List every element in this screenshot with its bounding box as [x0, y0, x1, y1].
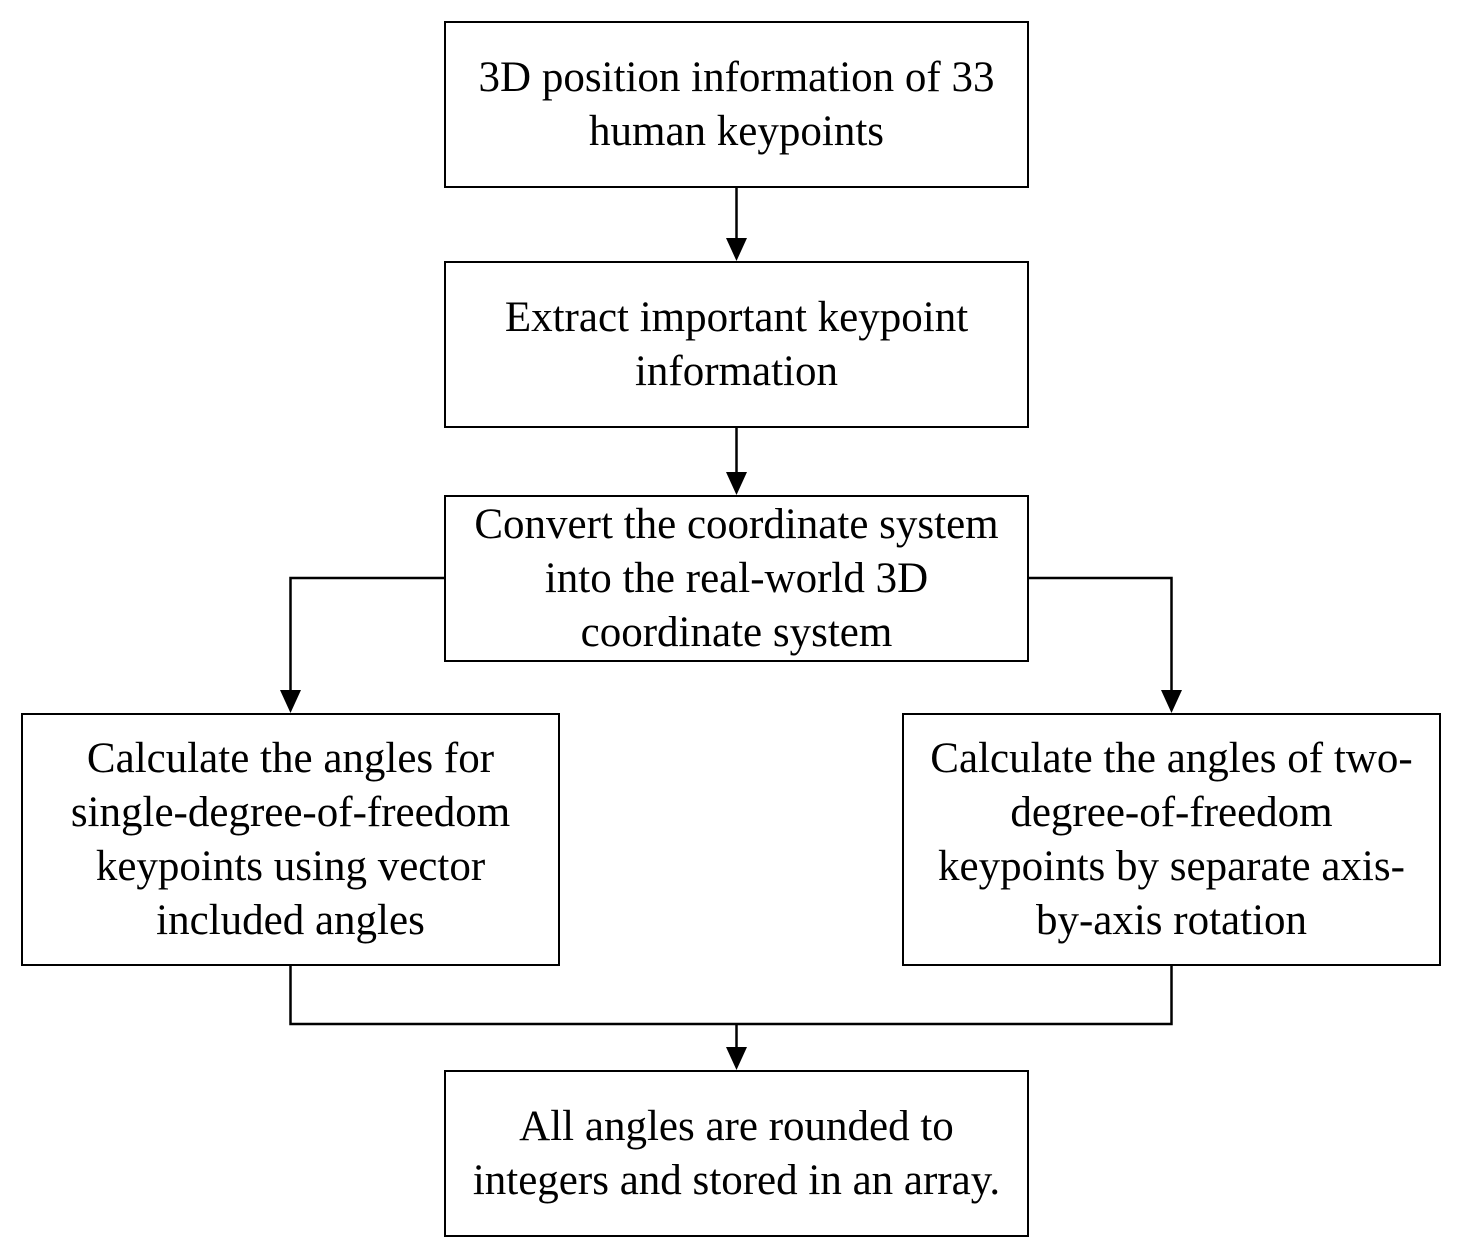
connector-line: [1029, 576, 1173, 696]
arrowhead-icon: [726, 238, 747, 261]
edge-node-3-to-node-4: [280, 576, 444, 713]
arrowhead-icon: [1161, 690, 1182, 713]
node-label: Calculate the angles of two- degree-of-f…: [930, 734, 1413, 944]
node-label: All angles are rounded to integers and s…: [472, 1102, 1001, 1204]
arrowhead-icon: [280, 690, 301, 713]
node-convert-coordinates: Convert the coordinate system into the r…: [444, 495, 1029, 662]
node-extract-keypoints: Extract important keypoint information: [444, 261, 1029, 428]
node-keypoints-input: 3D position information of 33 human keyp…: [444, 21, 1029, 188]
connector-line: [289, 966, 1173, 1026]
node-label: Calculate the angles for single-degree-o…: [70, 734, 511, 944]
node-label: Extract important keypoint information: [504, 293, 969, 395]
node-round-and-store: All angles are rounded to integers and s…: [444, 1070, 1029, 1237]
node-label: Convert the coordinate system into the r…: [474, 500, 999, 656]
node-label: 3D position information of 33 human keyp…: [478, 53, 995, 155]
connector-line: [289, 576, 444, 696]
node-single-dof-angles: Calculate the angles for single-degree-o…: [21, 713, 560, 966]
node-two-dof-angles: Calculate the angles of two- degree-of-f…: [902, 713, 1441, 966]
edge-node-3-to-node-5: [1029, 576, 1182, 713]
arrowhead-icon: [726, 472, 747, 495]
edge-node-2-to-node-3: [726, 428, 747, 495]
edge-node-1-to-node-2: [726, 188, 747, 261]
arrowhead-icon: [726, 1047, 747, 1070]
edge-merge-to-node-6: [289, 966, 1173, 1070]
